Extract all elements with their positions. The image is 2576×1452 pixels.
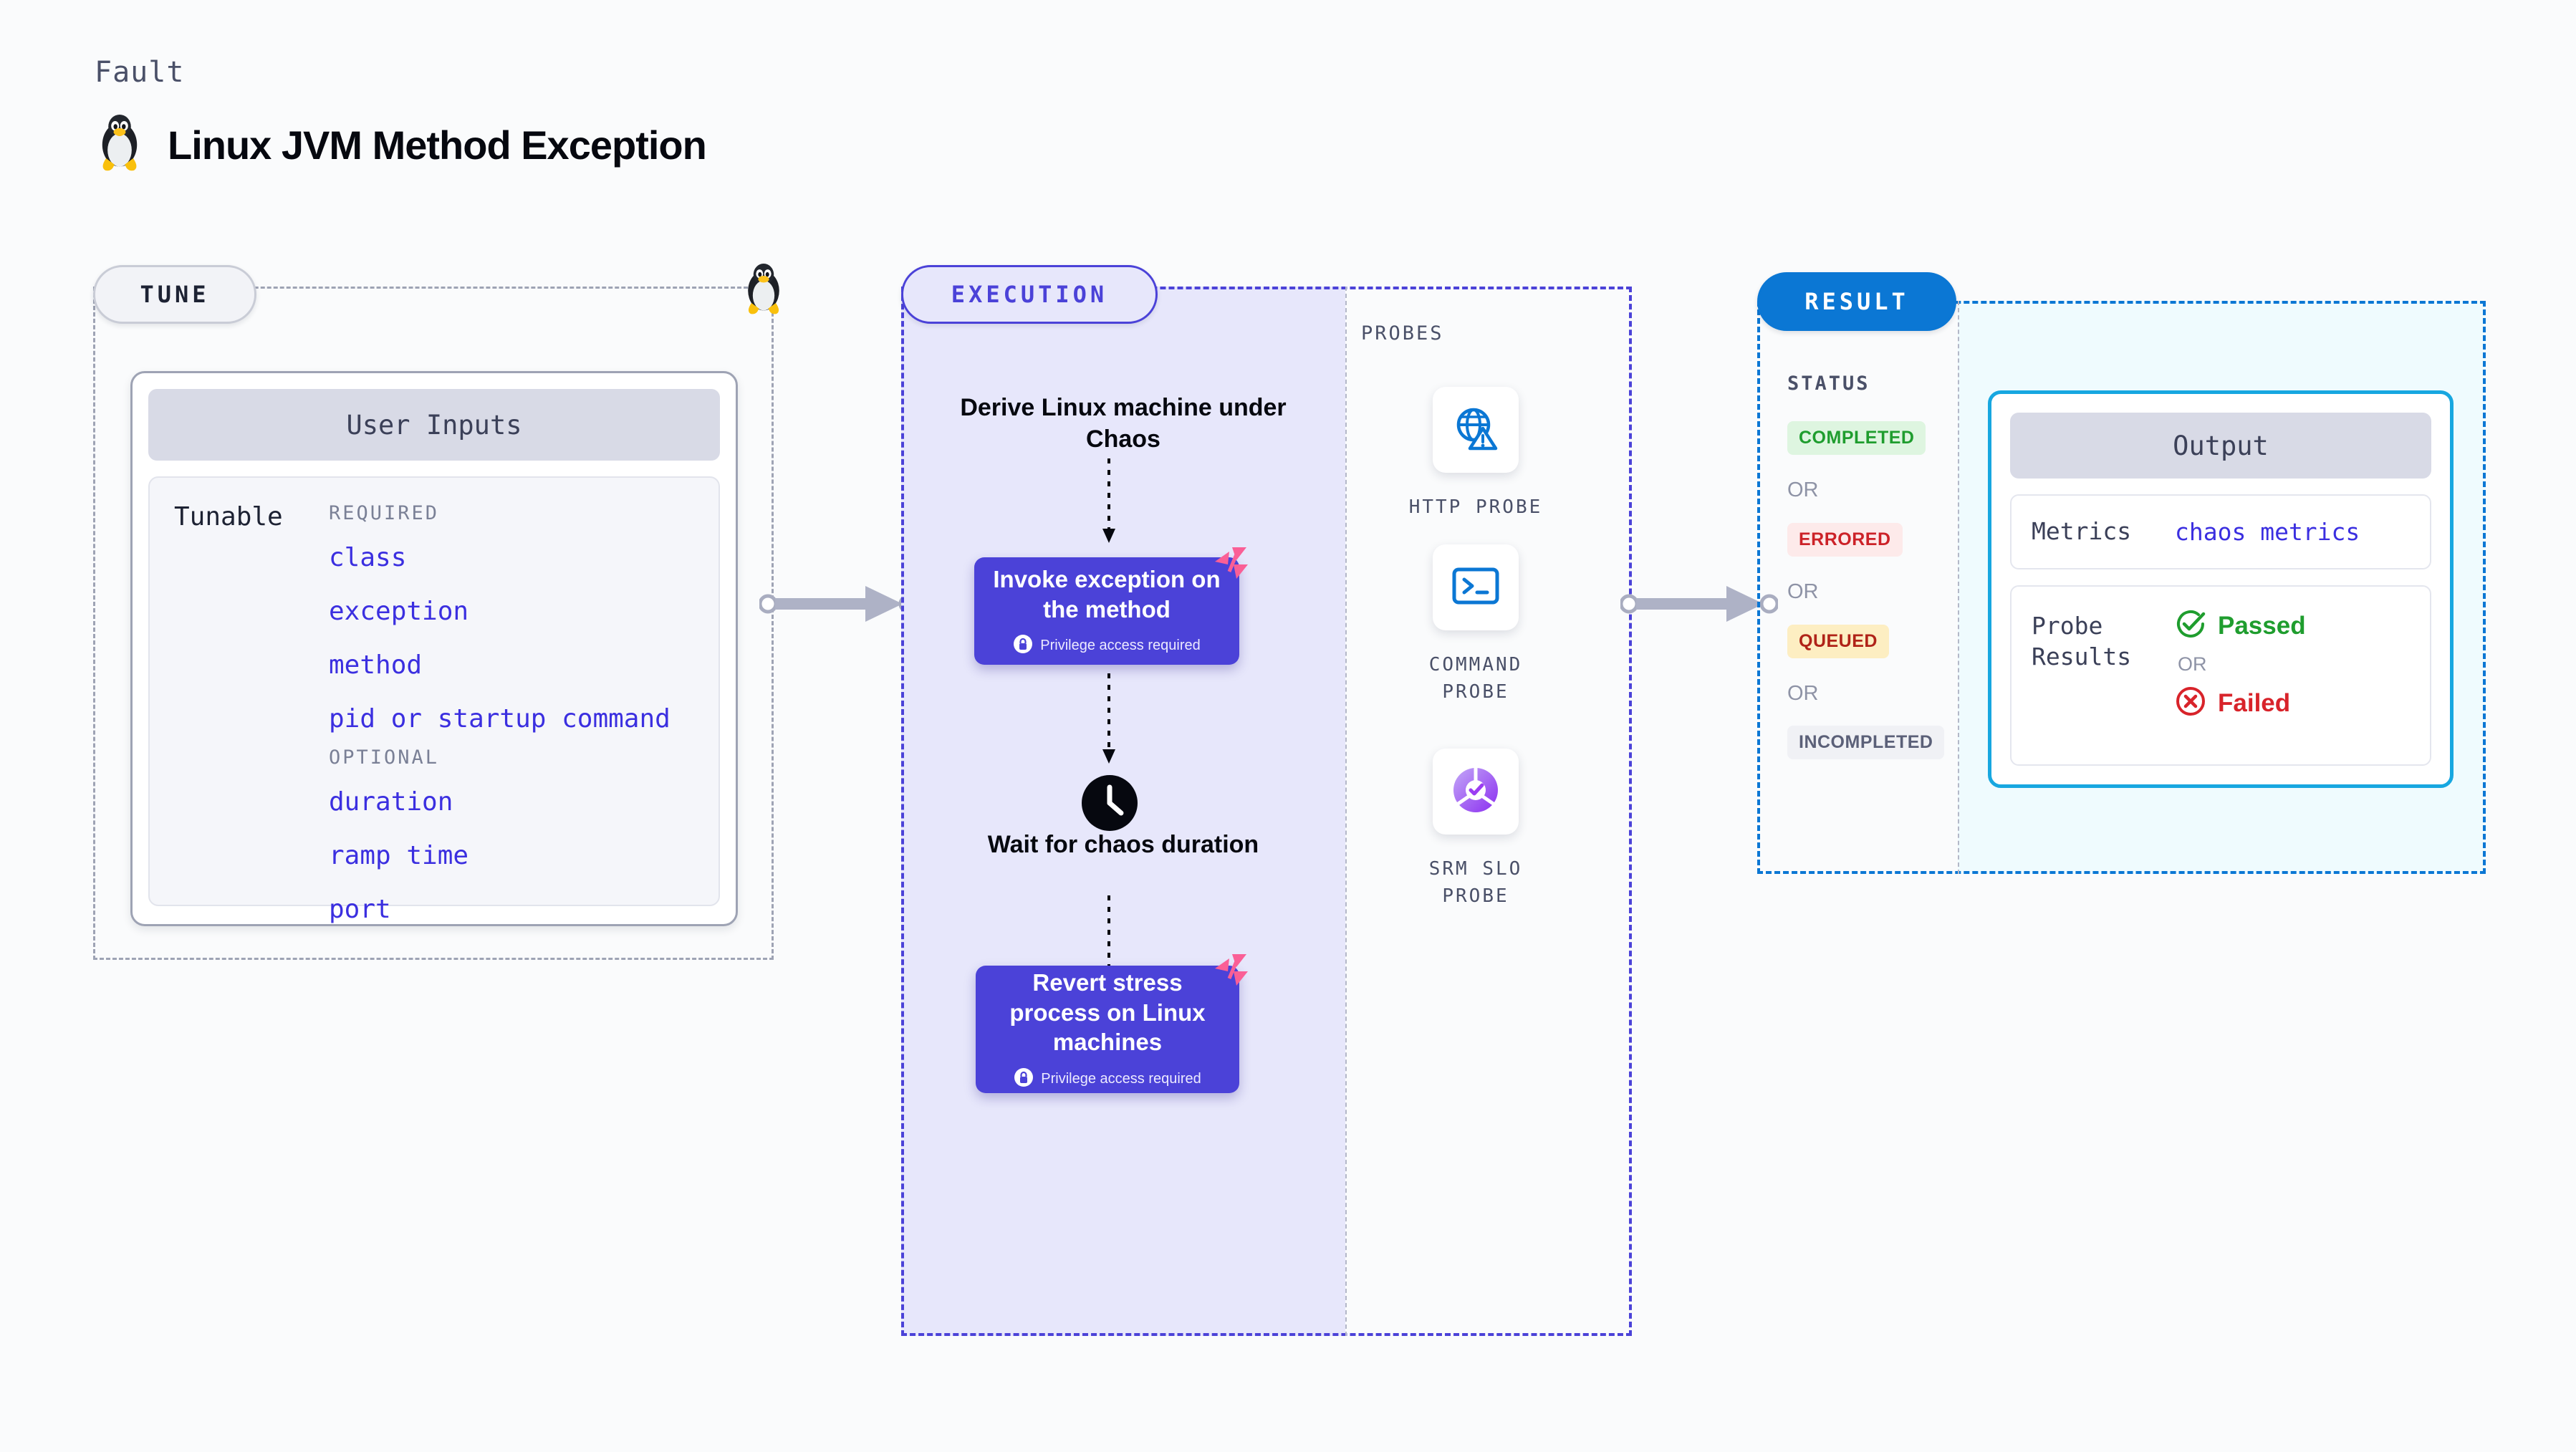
status-or-2: OR (1787, 580, 1819, 603)
execution-step-revert-stress-process-label: Revert stress process on Linux machines (1009, 969, 1206, 1056)
execution-panel-boundary (901, 287, 1632, 1336)
result-panel-boundary (1757, 301, 2486, 874)
fault-title-row: Linux JVM Method Exception (95, 115, 707, 176)
tune-linux-tux-icon (741, 264, 786, 319)
output-probe-results-key: Probe Results (2032, 612, 2132, 670)
execution-pill-label: EXECUTION (951, 281, 1108, 308)
command-terminal-probe-icon (1450, 562, 1501, 613)
tunable-item-pid-or-startup-command[interactable]: pid or startup command (329, 704, 671, 734)
tunable-label: Tunable (174, 502, 283, 532)
lock-icon (1014, 1067, 1034, 1091)
execution-step-invoke-exception[interactable]: Invoke exception on the method Privilege… (974, 557, 1239, 665)
output-probe-results-row: Probe Results Passed OR (2010, 585, 2431, 766)
tunable-item-port[interactable]: port (329, 895, 391, 924)
status-badge-errored: ERRORED (1787, 523, 1903, 557)
probe-caption-http: HTTP PROBE (1408, 496, 1543, 518)
tunable-item-method[interactable]: method (329, 650, 423, 680)
output-card-header: Output (2010, 413, 2431, 479)
status-column-title: STATUS (1787, 372, 1870, 395)
execution-arrow-2 (1095, 673, 1123, 769)
probe-result-failed: Failed (2175, 686, 2306, 721)
tunable-group-title-optional: OPTIONAL (329, 746, 440, 769)
check-circle-icon (2175, 608, 2206, 643)
clock-icon (1080, 774, 1139, 836)
privilege-note-row-2: Privilege access required (1014, 1067, 1201, 1091)
probe-caption-command: COMMAND PROBE (1428, 654, 1523, 703)
execution-arrow-1 (1095, 458, 1123, 548)
status-badge-queued-label: QUEUED (1799, 631, 1878, 651)
status-badge-completed: COMPLETED (1787, 421, 1926, 455)
output-card: Output Metrics chaos metrics Probe Resul… (1988, 390, 2454, 788)
tunable-item-exception[interactable]: exception (329, 597, 469, 626)
lock-icon (1013, 634, 1033, 658)
output-metrics-row: Metrics chaos metrics (2010, 494, 2431, 569)
linux-tux-icon (95, 115, 145, 176)
fault-eyebrow-label: Fault (95, 56, 185, 89)
status-or-1: OR (1787, 479, 1819, 501)
status-badge-errored-label: ERRORED (1799, 529, 1891, 549)
page-title: Linux JVM Method Exception (168, 122, 707, 168)
tune-pill-label: TUNE (140, 281, 210, 308)
user-inputs-title: User Inputs (346, 409, 522, 441)
connector-tune-to-execution (758, 579, 918, 629)
x-circle-icon (2175, 686, 2206, 721)
connector-execution-to-result (1619, 579, 1779, 629)
tune-pill[interactable]: TUNE (93, 265, 256, 324)
srm-slo-donut-probe-icon (1448, 763, 1503, 821)
tunable-item-class[interactable]: class (329, 543, 407, 572)
execution-probes-divider (1345, 287, 1347, 1336)
status-badge-completed-label: COMPLETED (1799, 428, 1915, 448)
probe-result-failed-label: Failed (2218, 688, 2291, 717)
probe-result-passed: Passed (2175, 608, 2306, 643)
privilege-note-row: Privilege access required (1013, 634, 1201, 658)
result-status-output-divider (1958, 301, 1959, 874)
probe-tile-srm-slo[interactable] (1433, 749, 1519, 835)
output-metrics-value[interactable]: chaos metrics (2175, 518, 2360, 546)
harness-logo-icon (1211, 953, 1251, 994)
tunable-item-duration[interactable]: duration (329, 787, 453, 817)
tune-panel-boundary (93, 287, 774, 960)
execution-step-invoke-exception-label: Invoke exception on the method (993, 565, 1221, 622)
privilege-note-text: Privilege access required (1040, 638, 1201, 654)
execution-step-wait-for-chaos-duration: Wait for chaos duration (987, 831, 1259, 858)
tunable-list: REQUIRED class exception method pid or s… (329, 502, 671, 924)
probe-caption-srm-slo: SRM SLO PROBE (1428, 858, 1523, 907)
harness-logo-icon (1211, 546, 1251, 587)
privilege-note-text-2: Privilege access required (1041, 1070, 1201, 1087)
output-card-title: Output (2173, 430, 2269, 461)
tunable-group-title-required: REQUIRED (329, 502, 440, 524)
probe-tile-http[interactable] (1433, 387, 1519, 473)
output-metrics-key: Metrics (2032, 517, 2132, 546)
result-pill[interactable]: RESULT (1757, 272, 1956, 331)
execution-step-derive-machine: Derive Linux machine under Chaos (960, 394, 1287, 453)
status-or-3: OR (1787, 682, 1819, 705)
status-badge-queued: QUEUED (1787, 625, 1889, 658)
probe-tile-command[interactable] (1433, 544, 1519, 630)
execution-step-revert-stress-process[interactable]: Revert stress process on Linux machines … (976, 966, 1239, 1093)
execution-pill[interactable]: EXECUTION (901, 265, 1158, 324)
result-pill-label: RESULT (1804, 288, 1909, 315)
user-inputs-card-header: User Inputs (148, 389, 720, 461)
status-badge-incompleted-label: INCOMPLETED (1799, 732, 1933, 752)
probe-result-or: OR (2178, 653, 2207, 675)
status-badge-incompleted: INCOMPLETED (1787, 726, 1945, 759)
http-globe-probe-icon (1450, 403, 1501, 458)
tunable-item-ramp-time[interactable]: ramp time (329, 841, 469, 870)
probes-section-title: PROBES (1361, 322, 1444, 345)
tunable-box: Tunable REQUIRED class exception method … (148, 476, 720, 924)
user-inputs-card: User Inputs Tunable REQUIRED class excep… (130, 371, 738, 926)
probe-result-passed-label: Passed (2218, 611, 2306, 640)
